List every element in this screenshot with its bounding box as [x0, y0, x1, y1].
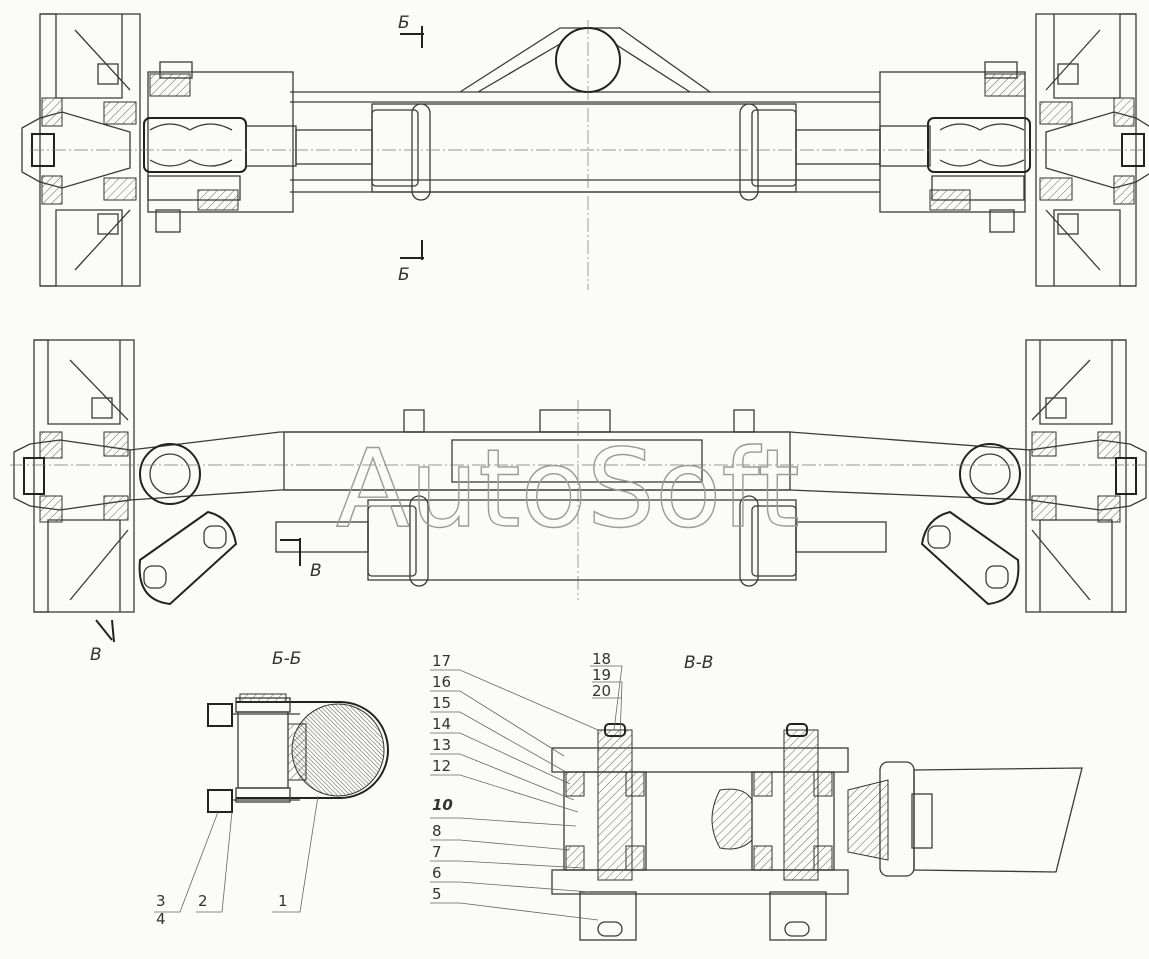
section-mark-b-top: Б — [398, 13, 410, 33]
callout: 17 — [432, 652, 451, 670]
callout: 1 — [278, 892, 288, 910]
callout: 12 — [432, 757, 451, 775]
top-view — [21, 13, 1149, 290]
callout: 8 — [432, 822, 442, 840]
section-v-v — [551, 723, 1083, 941]
section-title-v-v: В-В — [684, 653, 713, 673]
callout: 7 — [432, 843, 442, 861]
front-view — [10, 339, 1147, 643]
leaders-b-b — [154, 795, 319, 913]
callout: 4 — [156, 910, 166, 928]
callout: 2 — [198, 892, 208, 910]
leaders-v-v — [430, 665, 623, 921]
callout: 10 — [432, 796, 453, 814]
section-title-b-b: Б-Б — [272, 649, 301, 669]
callout: 15 — [432, 694, 451, 712]
callout: 18 — [592, 650, 611, 668]
callout: 19 — [592, 666, 611, 684]
callout: 6 — [432, 864, 442, 882]
callout: 16 — [432, 673, 451, 691]
section-mark-b-bottom: Б — [398, 265, 410, 285]
callout: 3 — [156, 892, 166, 910]
section-b-b — [207, 693, 389, 813]
section-mark-v-mid: В — [310, 561, 322, 581]
left-wheel-top — [21, 13, 141, 287]
callout: 13 — [432, 736, 451, 754]
watermark-text: AutoSoft — [336, 427, 800, 552]
callout: 5 — [432, 885, 442, 903]
callout: 14 — [432, 715, 451, 733]
section-mark-v-left: В — [90, 645, 102, 665]
callout: 20 — [592, 682, 611, 700]
